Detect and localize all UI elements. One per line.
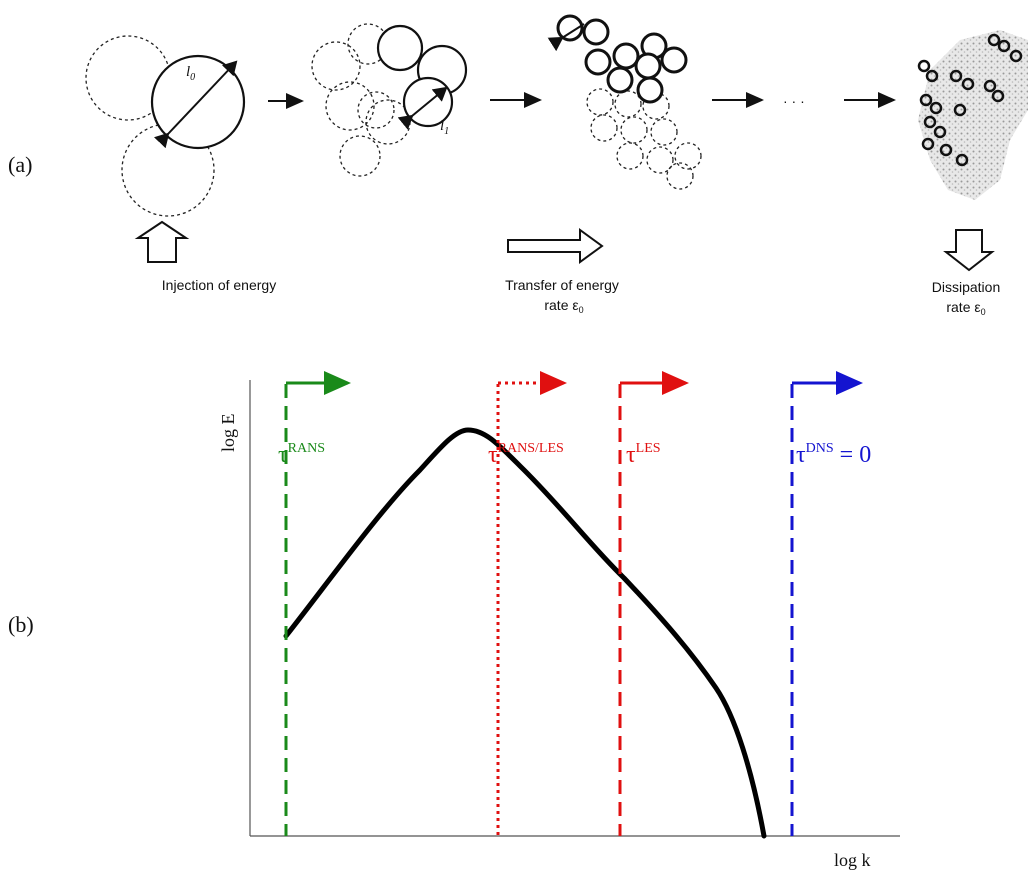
- cutoff-label-rans-les: τRANS/LES: [488, 441, 564, 468]
- ellipsis: · · ·: [783, 93, 805, 109]
- eddy-dashed: [590, 114, 618, 142]
- transfer-label-line1: Transfer of energy: [505, 277, 619, 293]
- eddy-solid: [376, 24, 424, 72]
- stage-large-eddies: l0: [85, 35, 246, 217]
- cutoff-rans: τRANS: [278, 371, 351, 836]
- eddy-dashed: [666, 162, 694, 190]
- dissipation-arrow-icon: [943, 229, 995, 272]
- eddy-dashed: [674, 142, 702, 170]
- eddy-label-l1: l1: [440, 118, 449, 137]
- y-axis-label: log E: [218, 413, 238, 452]
- x-axis-label: log k: [834, 850, 871, 870]
- panel-b: (b) log E log k τRANS τRANS/LES τLES: [8, 371, 900, 870]
- eddy-solid: [556, 14, 584, 42]
- eddy-dashed: [620, 116, 648, 144]
- dissipation-label-line2: rate ε0: [946, 299, 985, 317]
- cutoff-label-rans: τRANS: [278, 441, 325, 468]
- eddy-dashed: [616, 142, 644, 170]
- panel-a-label: (a): [8, 152, 32, 177]
- injection-arrow-icon: [134, 220, 190, 263]
- eddy-solid: [582, 18, 610, 46]
- eddy-solid: [606, 66, 634, 94]
- panel-b-label: (b): [8, 612, 34, 637]
- eddy-dashed: [614, 90, 642, 118]
- energy-spectrum-curve: [283, 427, 767, 839]
- cutoff-label-dns: τDNS = 0: [796, 441, 871, 468]
- cutoff-les: τLES: [618, 371, 689, 836]
- panel-a: (a) l0 l1: [8, 14, 1028, 317]
- eddy-solid: [636, 76, 664, 104]
- eddy-solid: [634, 52, 662, 80]
- stage-small-eddies: [547, 14, 702, 190]
- dissipation-label-line1: Dissipation: [932, 279, 1000, 295]
- tiny-eddies: [917, 33, 1023, 167]
- diameter-arrow-l1: [397, 86, 448, 130]
- eddy-solid: [660, 46, 688, 74]
- eddy-dashed: [325, 81, 375, 131]
- stage-dissipation: [917, 30, 1028, 200]
- cutoff-rans-les: τRANS/LES: [488, 371, 567, 836]
- eddy-label-l0: l0: [186, 64, 195, 83]
- dissipation-cloud: [918, 30, 1028, 200]
- eddy-solid: [584, 48, 612, 76]
- cutoff-label-les: τLES: [626, 441, 661, 468]
- injection-label: Injection of energy: [162, 277, 276, 293]
- transfer-label-line2: rate ε0: [544, 297, 583, 315]
- diameter-arrow-l0: [153, 60, 238, 149]
- eddy-dashed: [311, 41, 361, 91]
- eddy-dashed: [646, 146, 674, 174]
- transfer-arrow-icon: [507, 228, 604, 264]
- cutoff-dns: τDNS = 0: [790, 371, 871, 836]
- eddy-dashed: [650, 118, 678, 146]
- eddy-dashed: [586, 88, 614, 116]
- eddy-solid: [612, 42, 640, 70]
- diameter-arrow-small: [547, 23, 585, 52]
- eddy-dashed: [357, 91, 395, 129]
- stage-mid-eddies: l1: [311, 23, 468, 177]
- eddy-dashed: [339, 135, 381, 177]
